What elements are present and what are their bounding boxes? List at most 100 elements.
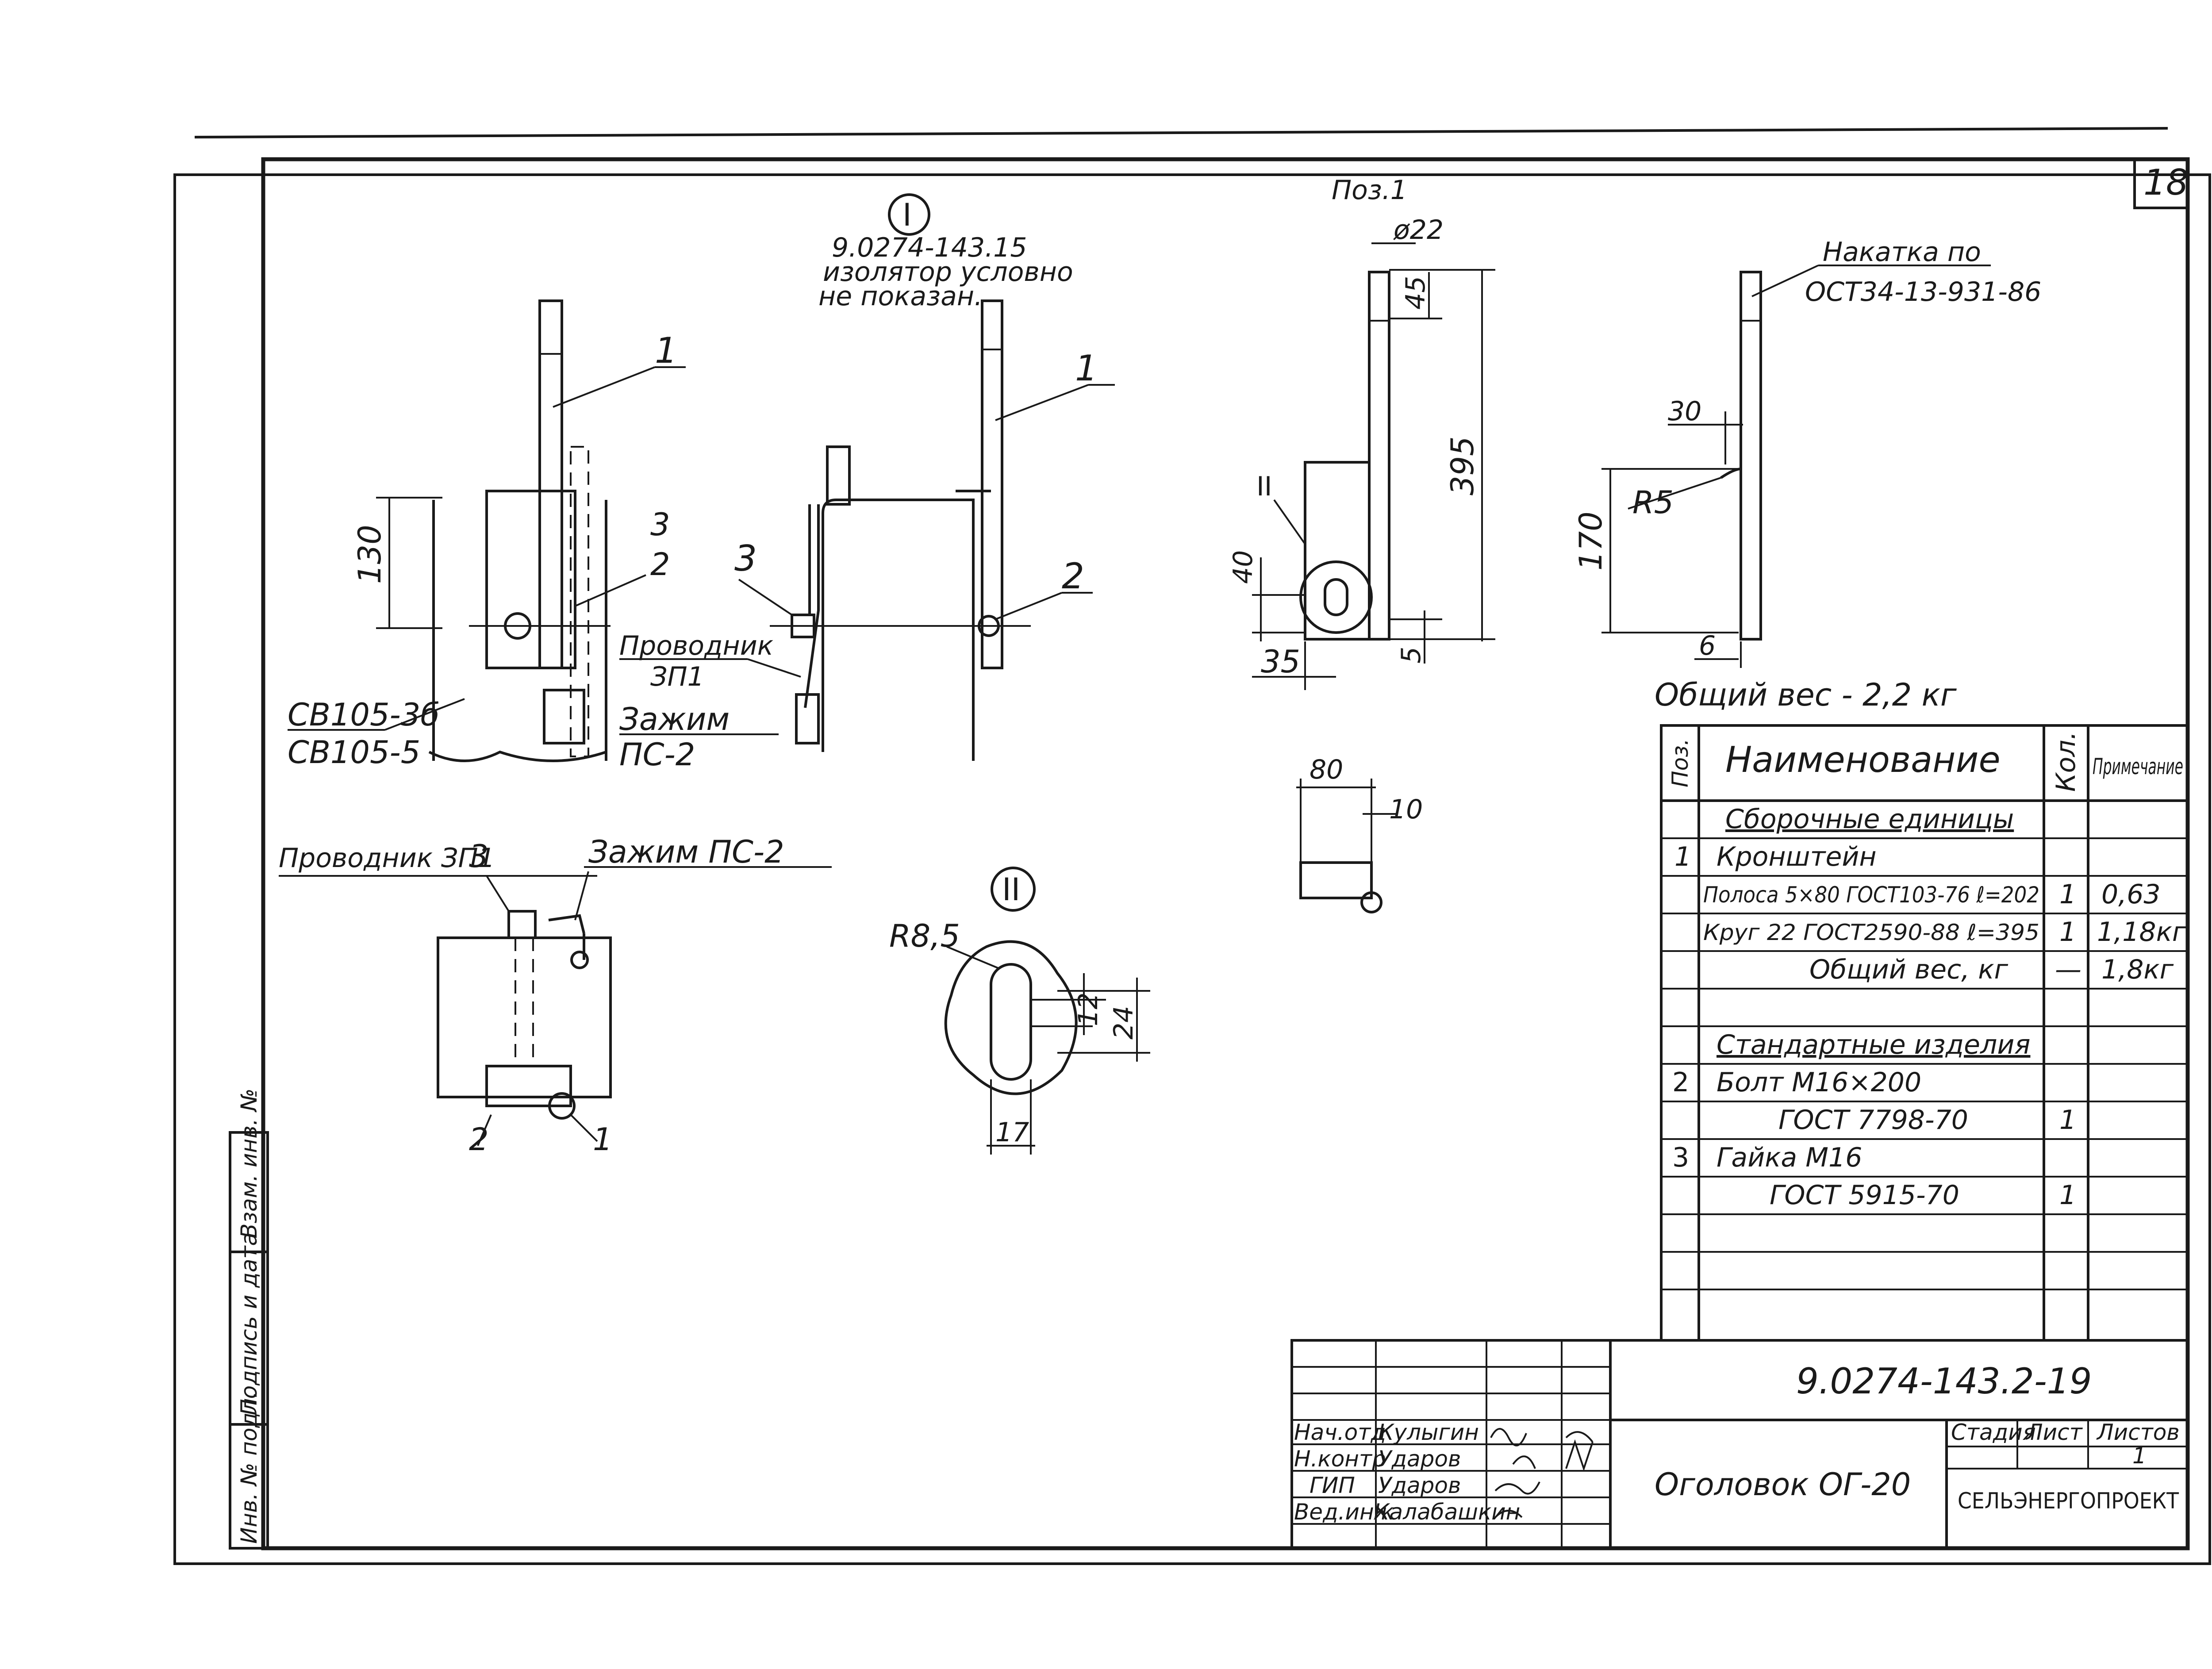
dim-17: 17 (995, 1117, 1029, 1148)
bom-row-name: Кронштейн (1717, 841, 1877, 872)
signature-row-1: Н.контр Ударов (1294, 1446, 1461, 1472)
document-code: 9.0274-143.2-19 (1796, 1361, 2092, 1402)
bom-row-2: Полоса 5×80 ГОСТ103-76 ℓ=202 1 0,63 (1703, 879, 2161, 910)
bom-row-qty: 1 (2059, 917, 2076, 948)
bom-row-pos: 2 (1672, 1067, 1689, 1098)
signature-name: Калабашкин (1374, 1499, 1520, 1525)
bom-row-name: Сборочные единицы (1725, 804, 2014, 835)
bom-row-name: ГОСТ 5915-70 (1770, 1180, 1959, 1211)
plan-clamp: Зажим ПС-2 (588, 834, 784, 870)
signature-name: Ударов (1378, 1473, 1461, 1498)
radius-r85: R8,5 (889, 918, 960, 954)
dim-5: 5 (1396, 647, 1427, 664)
title-block-grid (1290, 1339, 2189, 1550)
callout-1-side: 1 (1075, 348, 1098, 389)
organization-name: СЕЛЬЭНЕРГОПРОЕКТ (1958, 1488, 2179, 1514)
callout-3: 3 (650, 506, 670, 543)
total-weight: Общий вес - 2,2 кг (1655, 677, 1957, 713)
bom-header-name: Наименование (1725, 739, 2001, 780)
callout-2: 2 (650, 546, 670, 583)
plan-conductor: Проводник ЗП1 (279, 843, 495, 874)
ref-note-2: изолятор условно (823, 257, 1073, 288)
signature-role: Нач.отд (1294, 1420, 1386, 1445)
bom-row-name: Болт М16×200 (1717, 1067, 1921, 1098)
signature-role: Вед.инж (1294, 1499, 1394, 1525)
callout-3-side: 3 (734, 538, 757, 579)
plate-view (1296, 779, 1398, 913)
ref-note-3: не показан. (818, 281, 983, 312)
bom-row-name: Стандартные изделия (1717, 1029, 2030, 1060)
dim-45: 45 (1400, 276, 1431, 310)
radius-r5: R5 (1632, 484, 1674, 521)
bom-header-note: Примечание (2093, 754, 2183, 779)
insulator-label-2: СВ105-5 (288, 734, 420, 771)
dim-40: 40 (1228, 550, 1259, 584)
sheet-frame (173, 127, 2211, 1565)
bom-row-name: Полоса 5×80 ГОСТ103-76 ℓ=202 (1703, 882, 2039, 908)
dim-10: 10 (1389, 794, 1423, 825)
bom-row-note: 1,8кг (2101, 954, 2174, 985)
bom-row-qty: 1 (2059, 1105, 2076, 1136)
bom-row-note: 0,63 (2101, 879, 2161, 910)
plan-callout-3: 3 (469, 838, 489, 875)
detail-ii (944, 867, 1150, 1155)
plan-callout-2: 2 (469, 1121, 489, 1158)
bom-row-4: Общий вес, кг — 1,8кг (1809, 954, 2174, 985)
bom-row-name: Общий вес, кг (1809, 954, 2008, 985)
bom-row-qty: 1 (2059, 879, 2076, 910)
callout-1: 1 (655, 330, 677, 371)
bom-header-qty: Кол. (2051, 731, 2081, 792)
side-stamp-inv: Инв. № подл. (236, 1391, 262, 1544)
knurl-line-2: ОСТ34-13-931-86 (1805, 276, 2041, 307)
conductor-line-2: ЗП1 (650, 661, 704, 692)
side-stamp-replaces: Взам. инв. № (236, 1089, 262, 1239)
signature-row-2: ГИП Ударов (1310, 1473, 1461, 1498)
signature-name: Ударов (1378, 1446, 1461, 1472)
dim-6: 6 (1699, 630, 1716, 661)
signature-name: Кулыгин (1378, 1420, 1479, 1445)
view1-marker: I (902, 197, 912, 233)
knurl-line-1: Накатка по (1823, 237, 1981, 268)
pos1-label: Поз.1 (1332, 175, 1407, 206)
bom-row-8: ГОСТ 7798-70 1 (1778, 1105, 2076, 1136)
view1-front (288, 299, 686, 762)
signature-role: Н.контр (1294, 1446, 1386, 1472)
view2-side (619, 193, 1115, 761)
dim-35: 35 (1261, 644, 1300, 680)
signature-row-0: Нач.отд Кулыгин (1294, 1420, 1479, 1445)
rod-bend-detail (1601, 265, 1991, 668)
dim-395: 395 (1444, 436, 1481, 495)
signature-scribbles (1490, 1428, 1594, 1518)
stage-header: Стадия (1951, 1420, 2036, 1445)
sheet-header: Лист (2025, 1420, 2083, 1445)
bom-row-6: Стандартные изделия (1717, 1029, 2030, 1060)
plan-view (279, 866, 832, 1146)
plan-callout-1: 1 (593, 1121, 613, 1158)
bom-row-3: Круг 22 ГОСТ2590-88 ℓ=395 1 1,18кг (1703, 917, 2186, 948)
dim-130: 130 (352, 525, 388, 584)
bom-header-pos: Поз. (1667, 738, 1693, 787)
bom-row-name: ГОСТ 7798-70 (1778, 1105, 1968, 1136)
dim-12: 12 (1073, 993, 1104, 1026)
signature-row-3: Вед.инж Калабашкин (1294, 1499, 1520, 1525)
ref-note-1: 9.0274-143.15 (832, 232, 1027, 263)
dim-30: 30 (1668, 396, 1701, 427)
bom-row-9: 3 Гайка М16 (1672, 1142, 1862, 1173)
bom-row-1: 1 Кронштейн (1674, 841, 1877, 872)
pos1-detail (1252, 242, 1495, 690)
side-stamp (229, 1131, 269, 1550)
view2-marker-ref: II (1256, 471, 1272, 502)
dim-170: 170 (1573, 511, 1609, 571)
bom-table-grid (1660, 724, 2189, 1342)
diameter-label: ø22 (1393, 215, 1444, 246)
bom-row-0: Сборочные единицы (1725, 804, 2014, 835)
dim-80: 80 (1310, 754, 1343, 785)
bom-row-pos: 1 (1674, 841, 1691, 872)
conductor-line-1: Проводник (619, 630, 773, 661)
dim-24: 24 (1108, 1006, 1139, 1040)
bom-row-10: ГОСТ 5915-70 1 (1770, 1180, 2076, 1211)
bom-row-note: 1,18кг (2097, 917, 2186, 948)
sheet-number: 18 (2143, 162, 2189, 203)
view2-marker: II (1002, 871, 1020, 908)
